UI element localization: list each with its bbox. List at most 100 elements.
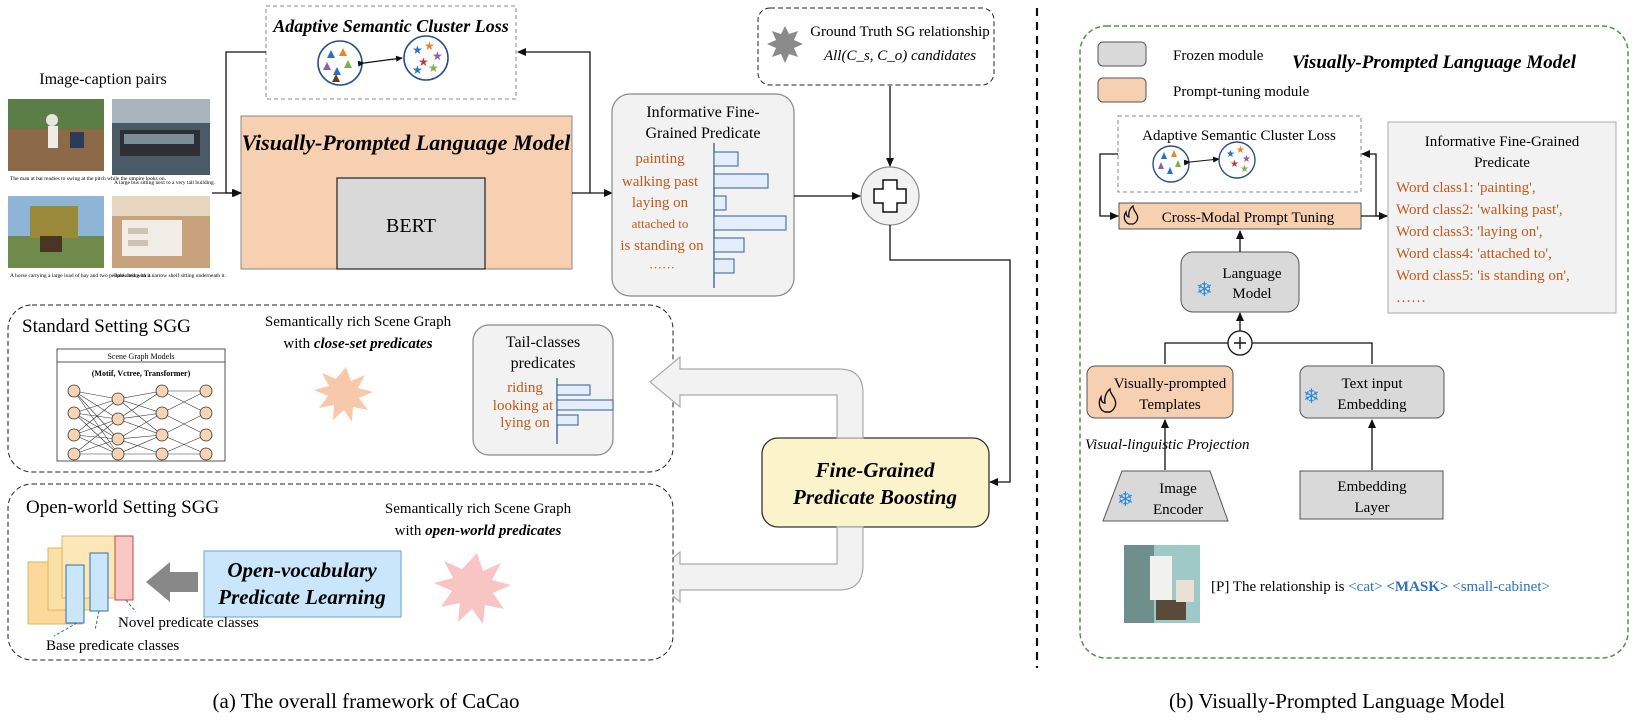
boosting-box: Fine-Grained Predicate Boosting (761, 437, 990, 528)
open-world-title: Open-world Setting SGG (26, 497, 219, 518)
svg-text:★: ★ (424, 39, 435, 53)
base-classes-label: Base predicate classes (46, 638, 179, 654)
neural-network-icon (67, 384, 213, 461)
scene-graph-model-box (56, 348, 226, 462)
language-model-line2: Model (1232, 286, 1271, 302)
vplm-box-a: Visually-Prompted Language Model BERT (240, 115, 573, 270)
templates-line2: Templates (1139, 397, 1201, 413)
predicate-bar-6 (713, 258, 735, 274)
bert-box (336, 177, 486, 270)
embedding-layer-box (1299, 470, 1444, 520)
svg-text:★: ★ (418, 55, 429, 69)
triangle-cluster-icon-b (1158, 150, 1181, 174)
standard-setting-title: Standard Setting SGG (22, 316, 191, 337)
predicate-class-cards-icon (27, 535, 137, 637)
triangle-cluster-icon (323, 48, 352, 82)
predicate-bar-4 (713, 215, 787, 231)
cluster-circle-1 (317, 40, 363, 86)
ovpl-line2: Predicate Learning (217, 585, 385, 609)
panel-b: Frozen module Prompt-tuning module Visua… (1079, 25, 1629, 713)
cross-modal-box (1118, 202, 1362, 230)
standard-rich-line1: Semantically rich Scene Graph (265, 314, 452, 330)
tail-item-3: lying on (500, 415, 550, 431)
caption-a: (a) The overall framework of CaCao (213, 689, 520, 713)
svg-text:★: ★ (412, 63, 423, 77)
caption-3: A horse carrying a large load of hay and… (10, 272, 152, 279)
text-embedding-line2: Embedding (1337, 397, 1407, 413)
image-encoder-box (1102, 470, 1229, 522)
ovpl-to-cards-arrow (146, 562, 198, 602)
word-class-1: Word class1: 'painting', (1396, 180, 1536, 196)
text-embedding-box (1299, 365, 1445, 419)
tail-title-line2: predicates (511, 355, 576, 372)
template-sentence: [P] The relationship is <cat> <MASK> <sm… (1211, 579, 1550, 595)
predicate-bar-1 (713, 151, 739, 167)
informative-title-line1: Informative Fine- (646, 104, 759, 121)
cluster-link (357, 55, 403, 67)
image-encoder-line2: Encoder (1153, 502, 1203, 518)
loss-box-a: Adaptive Semantic Cluster Loss ★ ★ ★ ★ ★… (265, 5, 517, 100)
language-model-line1: Language (1222, 266, 1281, 282)
svg-text:★: ★ (1236, 145, 1245, 156)
caption-2: A large bus sitting next to a very tall … (114, 180, 216, 186)
model-box-subtitle: (Motif, Vctree, Transformer) (92, 369, 191, 378)
ground-truth-box: Ground Truth SG relationship All(C_s, C_… (757, 7, 995, 86)
snowflake-icon-image-encoder: ❄ (1117, 487, 1134, 511)
line-templates-to-plus (1164, 342, 1228, 364)
informative-b-title-line1: Informative Fine-Grained (1425, 134, 1580, 150)
templates-box (1086, 365, 1234, 419)
predicate-label-4: attached to (632, 216, 689, 231)
legend-prompt-swatch (1097, 77, 1147, 103)
predicate-label-1: painting (635, 151, 685, 167)
predicate-bar-5 (713, 237, 745, 253)
informative-predicate-box: Informative Fine- Grained Predicate pain… (611, 93, 795, 297)
loss-title-a: Adaptive Semantic Cluster Loss (272, 16, 509, 36)
informative-title-line2: Grained Predicate (645, 125, 760, 142)
ground-truth-starburst-icon (767, 26, 803, 63)
standard-scene-graph-starburst-icon (314, 367, 373, 422)
predicate-label-3: laying on (632, 195, 689, 211)
photo-bunk-bed (112, 196, 210, 268)
cluster-link-b (1183, 156, 1220, 166)
loss-box-b: Adaptive Semantic Cluster Loss ★ ★ ★ ★ ★ (1117, 115, 1362, 193)
image-caption-title: Image-caption pairs (39, 71, 167, 88)
image-encoder-line1: Image (1159, 481, 1197, 497)
snowflake-icon-text-embedding: ❄ (1303, 384, 1320, 408)
tail-bar-1 (556, 384, 591, 396)
star-cluster-icon-b: ★ ★ ★ ★ ★ (1226, 145, 1251, 175)
ground-truth-line1: Ground Truth SG relationship (810, 24, 990, 40)
model-box-title: Scene Graph Models (107, 352, 174, 361)
loss-title-b: Adaptive Semantic Cluster Loss (1142, 128, 1336, 144)
svg-text:★: ★ (412, 43, 423, 57)
text-embedding-line1: Text input (1341, 376, 1403, 392)
arrow-loss-to-cross-modal (1099, 153, 1119, 220)
boosting-line1: Fine-Grained (814, 458, 935, 482)
ground-truth-line2: All(C_s, C_o) candidates (823, 48, 976, 64)
predicate-bar-3 (713, 195, 727, 211)
photo-bus (112, 99, 210, 175)
tail-bar-2 (556, 399, 614, 411)
predicate-ellipsis: ······ (649, 260, 675, 275)
tail-item-2: looking at (493, 398, 554, 414)
combine-node (860, 166, 920, 226)
legend-frozen-swatch (1097, 41, 1147, 67)
cluster-circle-b1 (1152, 145, 1190, 183)
star-cluster-icon: ★ ★ ★ ★ ★ ★ (412, 39, 443, 77)
photo-horse (8, 196, 104, 268)
embedding-layer-line2: Layer (1355, 500, 1390, 516)
photo-baseball (8, 99, 104, 171)
caption-1: The man at bat readies to swing at the p… (10, 176, 167, 182)
boost-to-standard-arrow (649, 355, 864, 439)
informative-b-title-line2: Predicate (1474, 155, 1530, 171)
ovpl-line1: Open-vocabulary (227, 558, 377, 582)
arrow-pred-to-loss (517, 48, 591, 193)
flame-icon-cross-modal (1123, 204, 1139, 225)
cluster-circle-b2 (1218, 141, 1256, 179)
word-class-4: Word class4: 'attached to', (1396, 246, 1552, 262)
vplm-title-a: Visually-Prompted Language Model (242, 130, 572, 155)
word-class-5: Word class5: 'is standing on', (1396, 268, 1570, 284)
svg-text:★: ★ (1230, 159, 1239, 170)
legend-frozen-label: Frozen module (1173, 48, 1264, 64)
open-scene-graph-starburst-icon (434, 553, 511, 624)
ovpl-box (203, 550, 402, 618)
